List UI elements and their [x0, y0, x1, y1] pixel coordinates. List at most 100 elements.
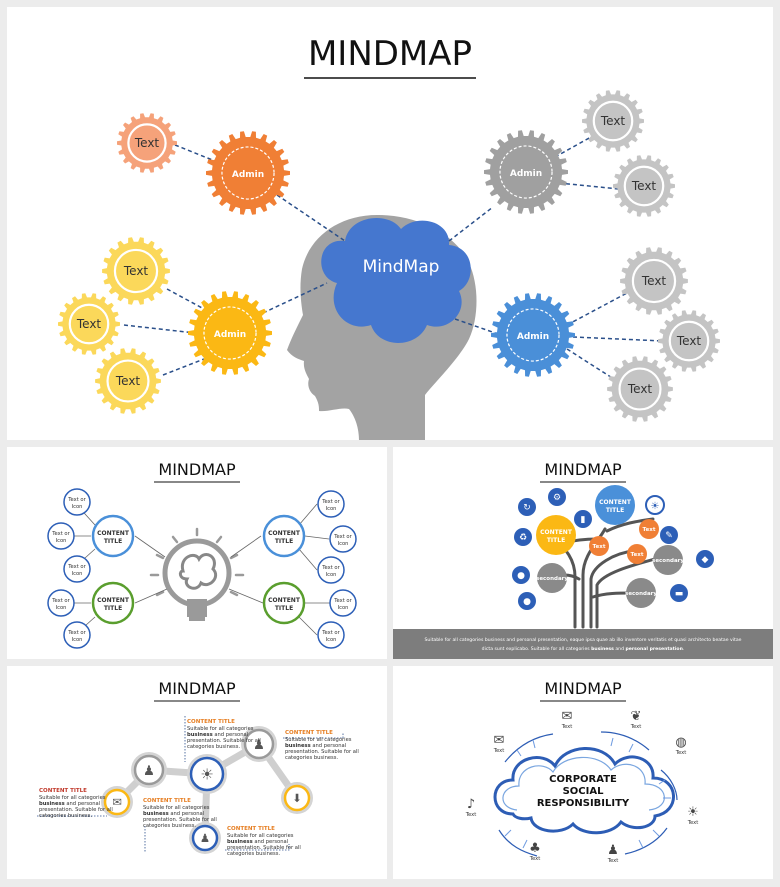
- gear-orange-admin: Admin: [206, 131, 290, 215]
- svg-text:CONTENT: CONTENT: [540, 529, 573, 536]
- svg-text:presentation. Suitable for all: presentation. Suitable for all: [143, 817, 217, 823]
- circles-title: MINDMAP: [158, 679, 236, 698]
- svg-text:●: ●: [517, 571, 525, 581]
- refresh-icon: ↻: [518, 498, 536, 516]
- cloud-mindmap-canvas: MINDMAP CORPORATE SOCIAL RESPONSIBILITY …: [465, 679, 699, 864]
- tree-icon: ♣Text: [529, 841, 541, 862]
- svg-text:♟: ♟: [607, 843, 619, 858]
- tree-text-node: Text: [639, 519, 659, 539]
- bulb-leaf-label-2: Icon: [56, 538, 67, 544]
- svg-text:◍: ◍: [675, 735, 686, 750]
- svg-text:business and personal: business and personal: [143, 811, 204, 817]
- gear-gray-text-2: Text: [613, 155, 675, 217]
- cloud-mindmap-panel: MINDMAP CORPORATE SOCIAL RESPONSIBILITY …: [393, 666, 773, 879]
- csr-rays: [504, 737, 671, 849]
- svg-text:business and personal: business and personal: [285, 743, 346, 749]
- svg-text:business and personal: business and personal: [187, 732, 248, 738]
- tree-footer-bar: [393, 629, 773, 659]
- chat-node-icon: ✉: [101, 786, 133, 818]
- bulb-leaf-label-1: Text or: [333, 598, 352, 604]
- bulb-leaf-label-2: Icon: [338, 541, 349, 547]
- svg-text:presentation. Suitable for all: presentation. Suitable for all: [285, 749, 359, 755]
- svg-text:♟: ♟: [143, 764, 155, 779]
- svg-text:Suitable for all categories: Suitable for all categories: [285, 737, 352, 743]
- tree-mindmap-panel: MINDMAP Suitable for all categories busi…: [393, 447, 773, 659]
- svg-text:Text: Text: [465, 812, 477, 818]
- gear-gray-text-3: Text: [620, 247, 688, 315]
- svg-text:Suitable for all categories: Suitable for all categories: [227, 833, 294, 839]
- svg-text:TITLE: TITLE: [547, 537, 565, 544]
- bulb-leaf-label-1: Text or: [51, 598, 70, 604]
- svg-text:♟: ♟: [200, 831, 210, 845]
- svg-text:✉: ✉: [494, 733, 505, 748]
- gear-yellow-text-3: Text: [95, 348, 161, 414]
- svg-text:categories business.: categories business.: [39, 813, 92, 819]
- svg-text:Text: Text: [643, 527, 656, 533]
- users-icon: ●: [512, 566, 530, 584]
- bulb-content-title-1: CONTENT: [97, 597, 130, 604]
- circles-leaders: [37, 716, 344, 852]
- people-icon: ♟Text: [607, 843, 619, 864]
- svg-text:business and personal: business and personal: [39, 801, 100, 807]
- bulb-leaf-label-2: Icon: [72, 504, 83, 510]
- svg-text:secondary: secondary: [625, 591, 657, 597]
- bulb-leaf-label-1: Text or: [333, 534, 352, 540]
- chart-icon: ▮: [574, 510, 592, 528]
- svg-text:Text: Text: [593, 544, 606, 550]
- csr-line-3: RESPONSIBILITY: [537, 798, 630, 809]
- bulb-leaf-label-1: Text or: [67, 497, 86, 503]
- bulb-leaf-label-2: Icon: [338, 605, 349, 611]
- gear-blue-admin: Admin: [491, 293, 575, 377]
- svg-text:✎: ✎: [665, 531, 673, 541]
- gear-yellow-text-2: Text: [58, 293, 120, 355]
- lightbulb-glyph: ☀: [651, 501, 660, 512]
- gear-gray-text-4-label: Text: [676, 334, 702, 348]
- svg-text:↻: ↻: [523, 503, 531, 513]
- tree-footer-line-2: dicta sunt explicabo. Suitable for all c…: [482, 646, 685, 652]
- svg-text:♻: ♻: [519, 533, 527, 543]
- svg-text:Text: Text: [561, 724, 573, 730]
- gear-orange-admin-label: Admin: [232, 170, 264, 180]
- bulb-leaf-label-1: Text or: [321, 565, 340, 571]
- download-node-icon: ⬇: [281, 782, 313, 814]
- svg-text:▬: ▬: [675, 589, 684, 599]
- svg-text:CONTENT TITLE: CONTENT TITLE: [143, 798, 191, 804]
- svg-text:●: ●: [523, 597, 531, 607]
- tree-secondary-node-left: secondary: [536, 563, 568, 593]
- person-node-icon: ♟: [131, 752, 167, 788]
- svg-text:business and personal: business and personal: [227, 839, 288, 845]
- brain-cloud: [321, 217, 471, 343]
- svg-text:♪: ♪: [467, 797, 475, 812]
- svg-text:Text: Text: [607, 858, 619, 864]
- tree-title: MINDMAP: [544, 460, 622, 479]
- svg-text:Text: Text: [687, 820, 699, 826]
- csr-line-1: CORPORATE: [549, 774, 617, 785]
- svg-text:⚙: ⚙: [553, 493, 561, 503]
- user-node-icon: ♟: [241, 726, 277, 762]
- svg-text:Suitable for all categories: Suitable for all categories: [187, 726, 254, 732]
- bulb-content-title-1: CONTENT: [268, 530, 301, 537]
- svg-text:Suitable for all categories: Suitable for all categories: [143, 805, 210, 811]
- gear-gray-text-1-label: Text: [600, 114, 626, 128]
- bulb-content-title-2: TITLE: [275, 538, 293, 545]
- svg-text:presentation. Suitable for all: presentation. Suitable for all: [227, 845, 301, 851]
- bulb-leaf-label-2: Icon: [326, 637, 337, 643]
- gear-yellow-text-2-label: Text: [76, 317, 102, 331]
- svg-text:Text: Text: [529, 856, 541, 862]
- bulb-leaf-label-1: Text or: [51, 531, 70, 537]
- gear-gray-text-5-label: Text: [627, 382, 653, 396]
- bulb-leaf-label-1: Text or: [67, 630, 86, 636]
